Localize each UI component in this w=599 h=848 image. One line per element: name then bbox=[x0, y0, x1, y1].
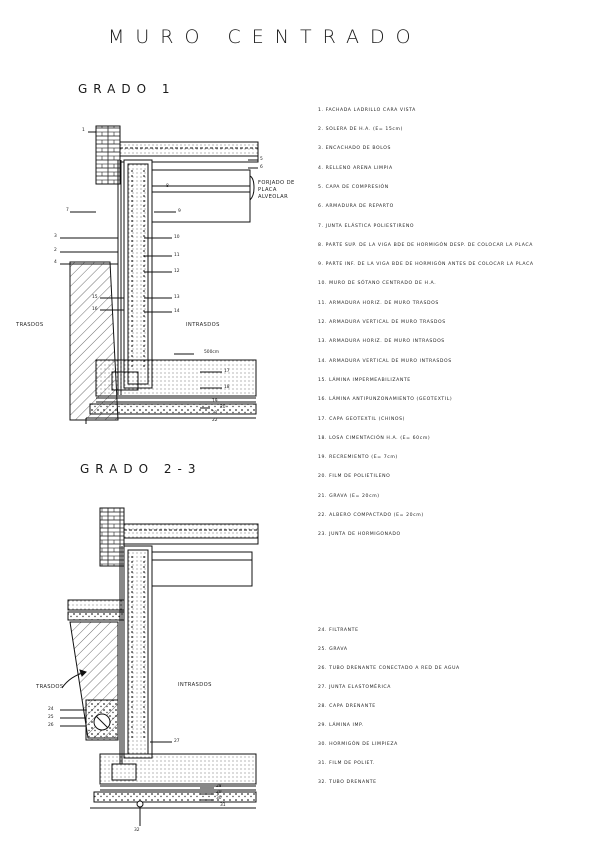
legend-item-28: 28. CAPA DRENANTE bbox=[318, 704, 376, 709]
callout-13: 13 bbox=[174, 295, 180, 300]
callout-17: 17 bbox=[224, 369, 230, 374]
callout-1: 1 bbox=[82, 128, 85, 133]
grade23-trasdos-label: TRASDOS bbox=[36, 684, 64, 690]
legend-item-14: 14. ARMADURA VERTICAL DE MURO INTRASDOS bbox=[318, 359, 452, 364]
grade1-dimension: 500cm bbox=[204, 350, 220, 355]
legend-item-26: 26. TUBO DRENANTE CONECTADO A RED DE AGU… bbox=[318, 666, 460, 671]
callout-4: 4 bbox=[54, 260, 57, 265]
callout-9: 9 bbox=[178, 209, 181, 214]
grade23-section bbox=[60, 507, 259, 826]
legend-item-1: 1. FACHADA LADRILLO CARA VISTA bbox=[318, 108, 416, 113]
callout-15: 15 bbox=[92, 295, 98, 300]
legend-item-15: 15. LÁMINA IMPERMEABILIZANTE bbox=[318, 378, 411, 383]
legend-item-27: 27. JUNTA ELASTOMÉRICA bbox=[318, 685, 391, 690]
callout-29: 29 bbox=[216, 790, 222, 795]
grade1-intrasdos-label: INTRASDOS bbox=[186, 322, 220, 328]
callout-31: 31 bbox=[220, 803, 226, 808]
legend-item-4: 4. RELLENO ARENA LIMPIA bbox=[318, 166, 393, 171]
grade1-forjado-label: FORJADO DE PLACA ALVEOLAR bbox=[258, 180, 295, 200]
grade1-upper-slab bbox=[119, 141, 259, 157]
legend-item-25: 25. GRAVA bbox=[318, 647, 348, 652]
callout-12: 12 bbox=[174, 269, 180, 274]
callout-16: 16 bbox=[92, 307, 98, 312]
legend-item-20: 20. FILM DE POLIETILENO bbox=[318, 474, 391, 479]
callout-18: 18 bbox=[224, 385, 230, 390]
grade23-heading: GRADO 2-3 bbox=[80, 462, 202, 476]
legend-item-17: 17. CAPA GEOTEXTIL (CHINOS) bbox=[318, 417, 405, 422]
callout-28: 28 bbox=[216, 784, 222, 789]
legend-item-13: 13. ARMADURA HORIZ. DE MURO INTRASDOS bbox=[318, 339, 445, 344]
grade1-concrete-wall bbox=[127, 163, 149, 385]
legend-item-19: 19. RECREMIENTO (E= 7cm) bbox=[318, 455, 398, 460]
callout-24: 24 bbox=[48, 707, 54, 712]
grade1-heading: GRADO 1 bbox=[78, 82, 176, 96]
grade1-section bbox=[60, 125, 259, 424]
callout-19: 19 bbox=[212, 399, 218, 404]
callout-32: 32 bbox=[134, 828, 140, 833]
legend-item-23: 23. JUNTA DE HORMIGONADO bbox=[318, 532, 401, 537]
callout-6: 6 bbox=[260, 165, 263, 170]
legend-item-11: 11. ARMADURA HORIZ. DE MURO TRASDOS bbox=[318, 301, 439, 306]
legend-item-16: 16. LÁMINA ANTIPUNZONAMIENTO (GEOTEXTIL) bbox=[318, 397, 453, 402]
legend-item-24: 24. FILTRANTE bbox=[318, 628, 359, 633]
grade23-intrasdos-label: INTRASDOS bbox=[178, 682, 212, 688]
legend-item-10: 10. MURO DE SÓTANO CENTRADO DE H.A. bbox=[318, 281, 437, 286]
legend-item-18: 18. LOSA CIMENTACIÓN H.A. (E= 60cm) bbox=[318, 436, 431, 441]
callout-26: 26 bbox=[48, 723, 54, 728]
legend-item-7: 7. JUNTA ELÁSTICA POLIESTIRENO bbox=[318, 224, 415, 229]
callout-8: 8 bbox=[166, 184, 169, 189]
callout-2: 2 bbox=[54, 248, 57, 253]
grade1-brick-facade bbox=[95, 125, 121, 185]
callout-5: 5 bbox=[260, 157, 263, 162]
callout-11: 11 bbox=[174, 253, 180, 258]
callout-20: 20 bbox=[220, 405, 226, 410]
legend-item-3: 3. ENCACHADO DE BOLOS bbox=[318, 146, 391, 151]
grade23-concrete-wall bbox=[127, 549, 149, 755]
grade1-foundation-slab bbox=[95, 359, 257, 397]
callout-14: 14 bbox=[174, 309, 180, 314]
legend-item-5: 5. CAPA DE COMPRESIÓN bbox=[318, 185, 389, 190]
callout-27: 27 bbox=[174, 739, 180, 744]
callout-7: 7 bbox=[66, 208, 69, 213]
legend-item-21: 21. GRAVA (E= 20cm) bbox=[318, 494, 380, 499]
legend-item-22: 22. ALBERO COMPACTADO (E= 20cm) bbox=[318, 513, 424, 518]
callout-3: 3 bbox=[54, 234, 57, 239]
legend-item-9: 9. PARTE INF. DE LA VIGA BDE DE HORMIGÓN… bbox=[318, 262, 534, 267]
page-title: MURO CENTRADO bbox=[108, 26, 422, 48]
legend-item-31: 31. FILM DE POLIET. bbox=[318, 761, 375, 766]
grade23-foundation-slab bbox=[99, 753, 257, 785]
legend-item-32: 32. TUBO DRENANTE bbox=[318, 780, 377, 785]
callout-21: 21 bbox=[212, 411, 218, 416]
legend-item-2: 2. SOLERA DE H.A. (E= 15cm) bbox=[318, 127, 404, 132]
legend-item-12: 12. ARMADURA VERTICAL DE MURO TRASDOS bbox=[318, 320, 446, 325]
callout-25: 25 bbox=[48, 715, 54, 720]
callout-10: 10 bbox=[174, 235, 180, 240]
callout-22: 22 bbox=[212, 418, 218, 423]
legend-item-29: 29. LÁMINA IMP. bbox=[318, 723, 364, 728]
legend-item-8: 8. PARTE SUP. DE LA VIGA BDE DE HORMIGÓN… bbox=[318, 243, 533, 248]
callout-30: 30 bbox=[216, 796, 222, 801]
legend-item-30: 30. HORMIGÓN DE LIMPIEZA bbox=[318, 742, 398, 747]
legend-item-6: 6. ARMADURA DE REPARTO bbox=[318, 204, 394, 209]
grade1-trasdos-label: TRASDOS bbox=[16, 322, 44, 328]
